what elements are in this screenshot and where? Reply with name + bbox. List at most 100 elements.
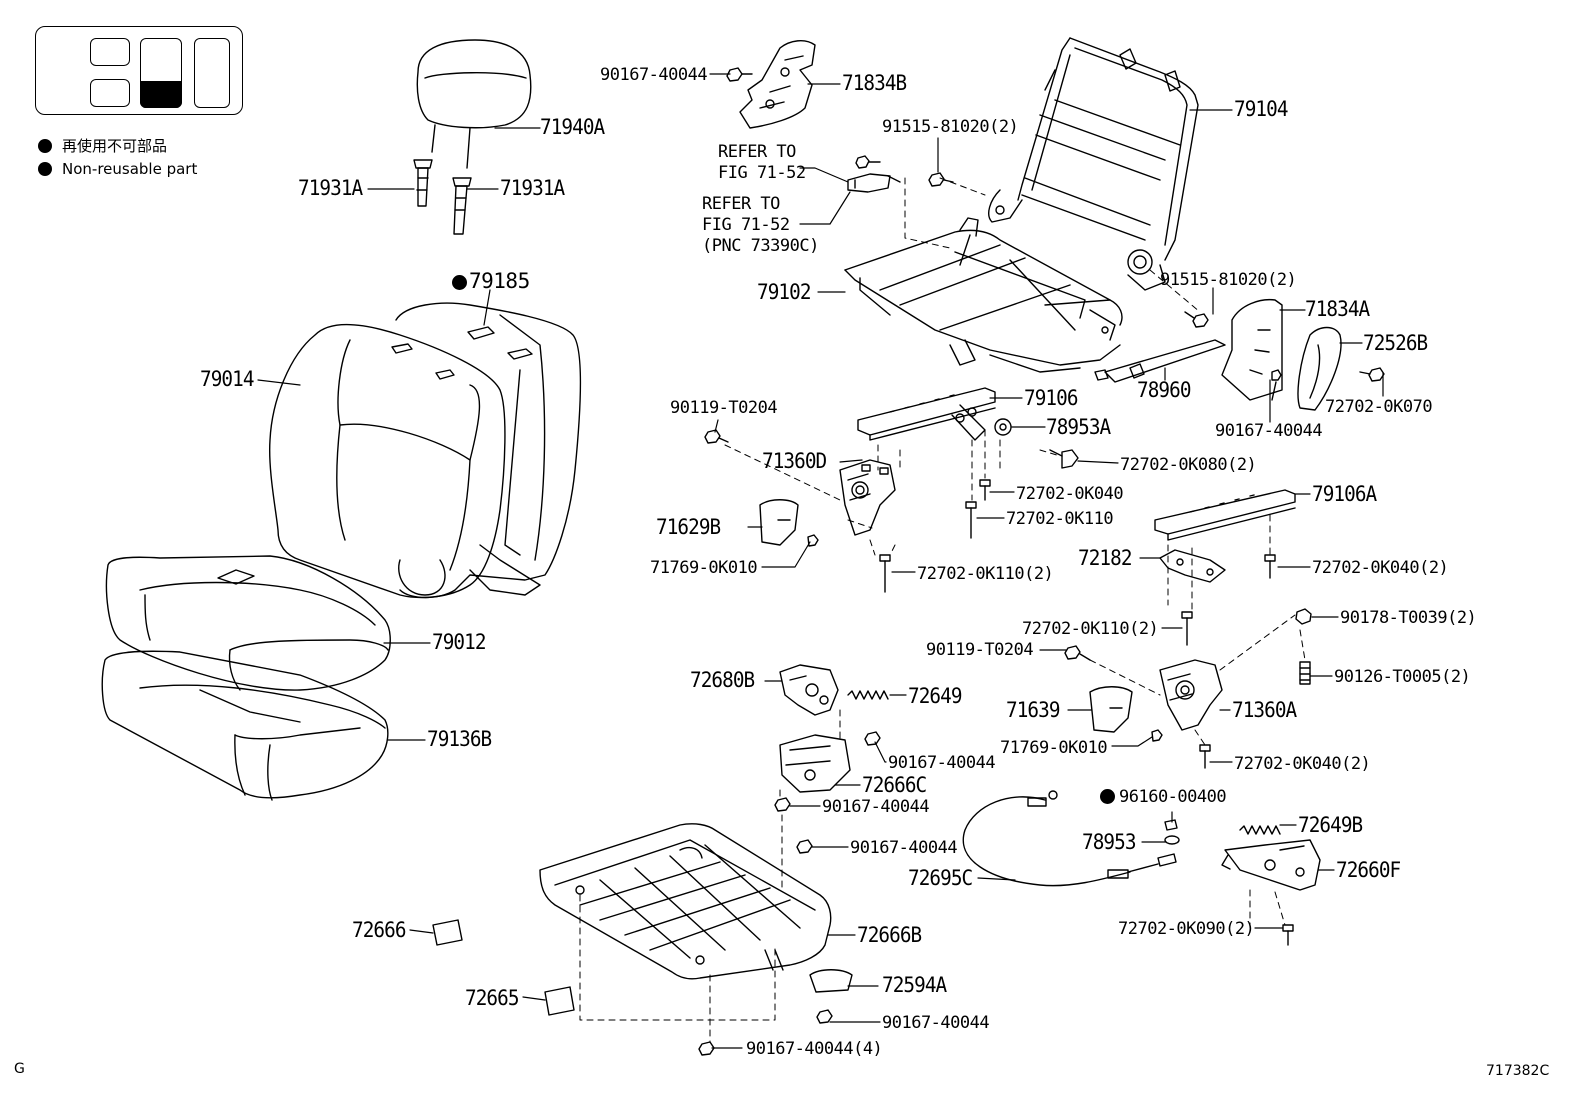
headrest-guide-left — [413, 159, 433, 207]
label-72649: 72649 — [908, 684, 962, 708]
label-79136b: 79136B — [427, 727, 492, 751]
label-72666c: 72666C — [862, 773, 927, 797]
label-90178-t0039: 90178-T0039(2) — [1340, 608, 1477, 628]
seat-back-cover-front — [268, 323, 506, 599]
screw-71769-0k010-a — [807, 534, 819, 547]
label-72666b: 72666B — [857, 923, 922, 947]
label-71769-0k010-a: 71769-0K010 — [650, 558, 758, 578]
strap-78960 — [1094, 339, 1226, 383]
label-ref2-line1: REFER TO — [702, 194, 780, 214]
bolt-72702-0k090 — [1282, 924, 1294, 946]
label-72680b: 72680B — [690, 668, 755, 692]
label-79106: 79106 — [1024, 386, 1078, 410]
label-ref2-line3: (PNC 73390C) — [702, 236, 819, 256]
bolt-90167-40044-d — [774, 797, 791, 812]
legend-cell-bottom-left — [90, 79, 130, 107]
legend-non-reusable-jp: 再使用不可部品 — [38, 135, 167, 156]
label-71769-0k010-b: 71769-0K010 — [1000, 738, 1108, 758]
nut-90178-t0039 — [1295, 608, 1312, 625]
label-90167-40044-a: 90167-40044 — [600, 65, 708, 85]
cover-72526b — [1297, 326, 1342, 411]
label-90167-40044-g: 90167-40044(4) — [746, 1039, 883, 1059]
label-90126-t0005: 90126-T0005(2) — [1334, 667, 1471, 687]
label-72666: 72666 — [352, 918, 406, 942]
pin-72702-0k080 — [1049, 449, 1079, 469]
label-ref1-line2: FIG 71-52 — [718, 163, 806, 183]
bolt-72702-0k040-b — [1264, 554, 1276, 579]
footer-left-code: G — [14, 1061, 25, 1077]
label-96160-00400: 96160-00400 — [1100, 789, 1227, 806]
leader-lines — [257, 73, 1384, 1049]
non-reusable-dot-icon — [38, 162, 52, 176]
label-72702-0k040-a: 72702-0K040 — [1016, 484, 1124, 504]
cable-72695c — [962, 790, 1177, 887]
label-90167-40044-e: 90167-40044 — [850, 838, 958, 858]
stud-90126-t0005 — [1299, 661, 1311, 685]
bracket-71834b — [739, 40, 816, 129]
legend-cell-center-filled — [140, 81, 182, 108]
label-79185: 79185 — [452, 271, 530, 292]
label-ref2-line2: FIG 71-52 — [702, 215, 790, 235]
label-78953: 78953 — [1082, 830, 1136, 854]
figure-id: 717382C — [1486, 1063, 1550, 1079]
seat-rail-79106 — [857, 387, 996, 441]
screw-71769-0k010-b — [1151, 729, 1163, 742]
spring-72649b — [1239, 825, 1281, 835]
bolt-72702-0k110-b — [879, 554, 891, 593]
bolt-72702-0k110-c — [1181, 611, 1193, 646]
legend-cell-right — [194, 38, 230, 108]
bracket-72182 — [1159, 549, 1226, 583]
clip-96160-00400 — [1164, 819, 1178, 831]
seat-cushion-frame — [844, 217, 1123, 373]
label-72702-0k080: 72702-0K080(2) — [1120, 455, 1257, 475]
bolt-72702-0k110-a — [965, 501, 977, 539]
label-ref1-line1: REFER TO — [718, 142, 796, 162]
bolt-90119-t0204-a — [704, 429, 729, 444]
label-71834b: 71834B — [842, 71, 907, 95]
label-72665: 72665 — [465, 986, 519, 1010]
label-78960: 78960 — [1137, 378, 1191, 402]
seat-cushion-pad — [101, 650, 389, 801]
headrest-guide-right — [452, 177, 472, 235]
label-78953a: 78953A — [1046, 415, 1111, 439]
bolt-90119-t0204-b — [1064, 645, 1091, 661]
cover-72594a — [809, 969, 853, 993]
label-90167-40044-c: 90167-40044 — [888, 753, 996, 773]
label-79012: 79012 — [432, 630, 486, 654]
recliner-71360a — [1159, 659, 1223, 731]
washer-78953a — [994, 418, 1012, 436]
housing-72666c — [779, 734, 851, 793]
clip-90167-40044-b — [1271, 369, 1282, 401]
label-72702-0k110-b: 72702-0K110(2) — [917, 564, 1054, 584]
recliner-71360d — [839, 459, 896, 536]
legend-cell-top-left — [90, 38, 130, 66]
lever-72660f — [1221, 839, 1321, 891]
label-71931a-left: 71931A — [298, 176, 363, 200]
label-72702-0k110-c: 72702-0K110(2) — [1022, 619, 1159, 639]
label-79014: 79014 — [200, 367, 254, 391]
bolt-ref-small — [855, 155, 881, 169]
bolt-90167-40044-c — [864, 731, 881, 746]
label-72702-0k110-a: 72702-0K110 — [1006, 509, 1114, 529]
seat-rail-79106a — [1154, 489, 1296, 541]
bolt-72702-0k040-c — [1199, 744, 1211, 769]
label-90167-40044-f: 90167-40044 — [882, 1013, 990, 1033]
label-72702-0k090: 72702-0K090(2) — [1118, 919, 1255, 939]
label-90119-t0204-a: 90119-T0204 — [670, 398, 778, 418]
bolt-91515-81020-b — [1184, 311, 1209, 328]
label-72702-0k070: 72702-0K070 — [1325, 397, 1433, 417]
label-71629b: 71629B — [656, 515, 721, 539]
cap-72666 — [432, 919, 463, 946]
label-90167-40044-b: 90167-40044 — [1215, 421, 1323, 441]
label-72649b: 72649B — [1298, 813, 1363, 837]
hinge-cover-71834a — [1221, 298, 1283, 401]
label-91515-81020-a: 91515-81020(2) — [882, 117, 1019, 137]
label-71940a: 71940A — [540, 115, 605, 139]
label-71360a: 71360A — [1232, 698, 1297, 722]
non-reusable-dot-icon — [1100, 789, 1115, 804]
label-79102: 79102 — [757, 280, 811, 304]
seat-pan-72666b — [539, 823, 832, 980]
label-71639: 71639 — [1006, 698, 1060, 722]
headrest — [416, 39, 532, 169]
